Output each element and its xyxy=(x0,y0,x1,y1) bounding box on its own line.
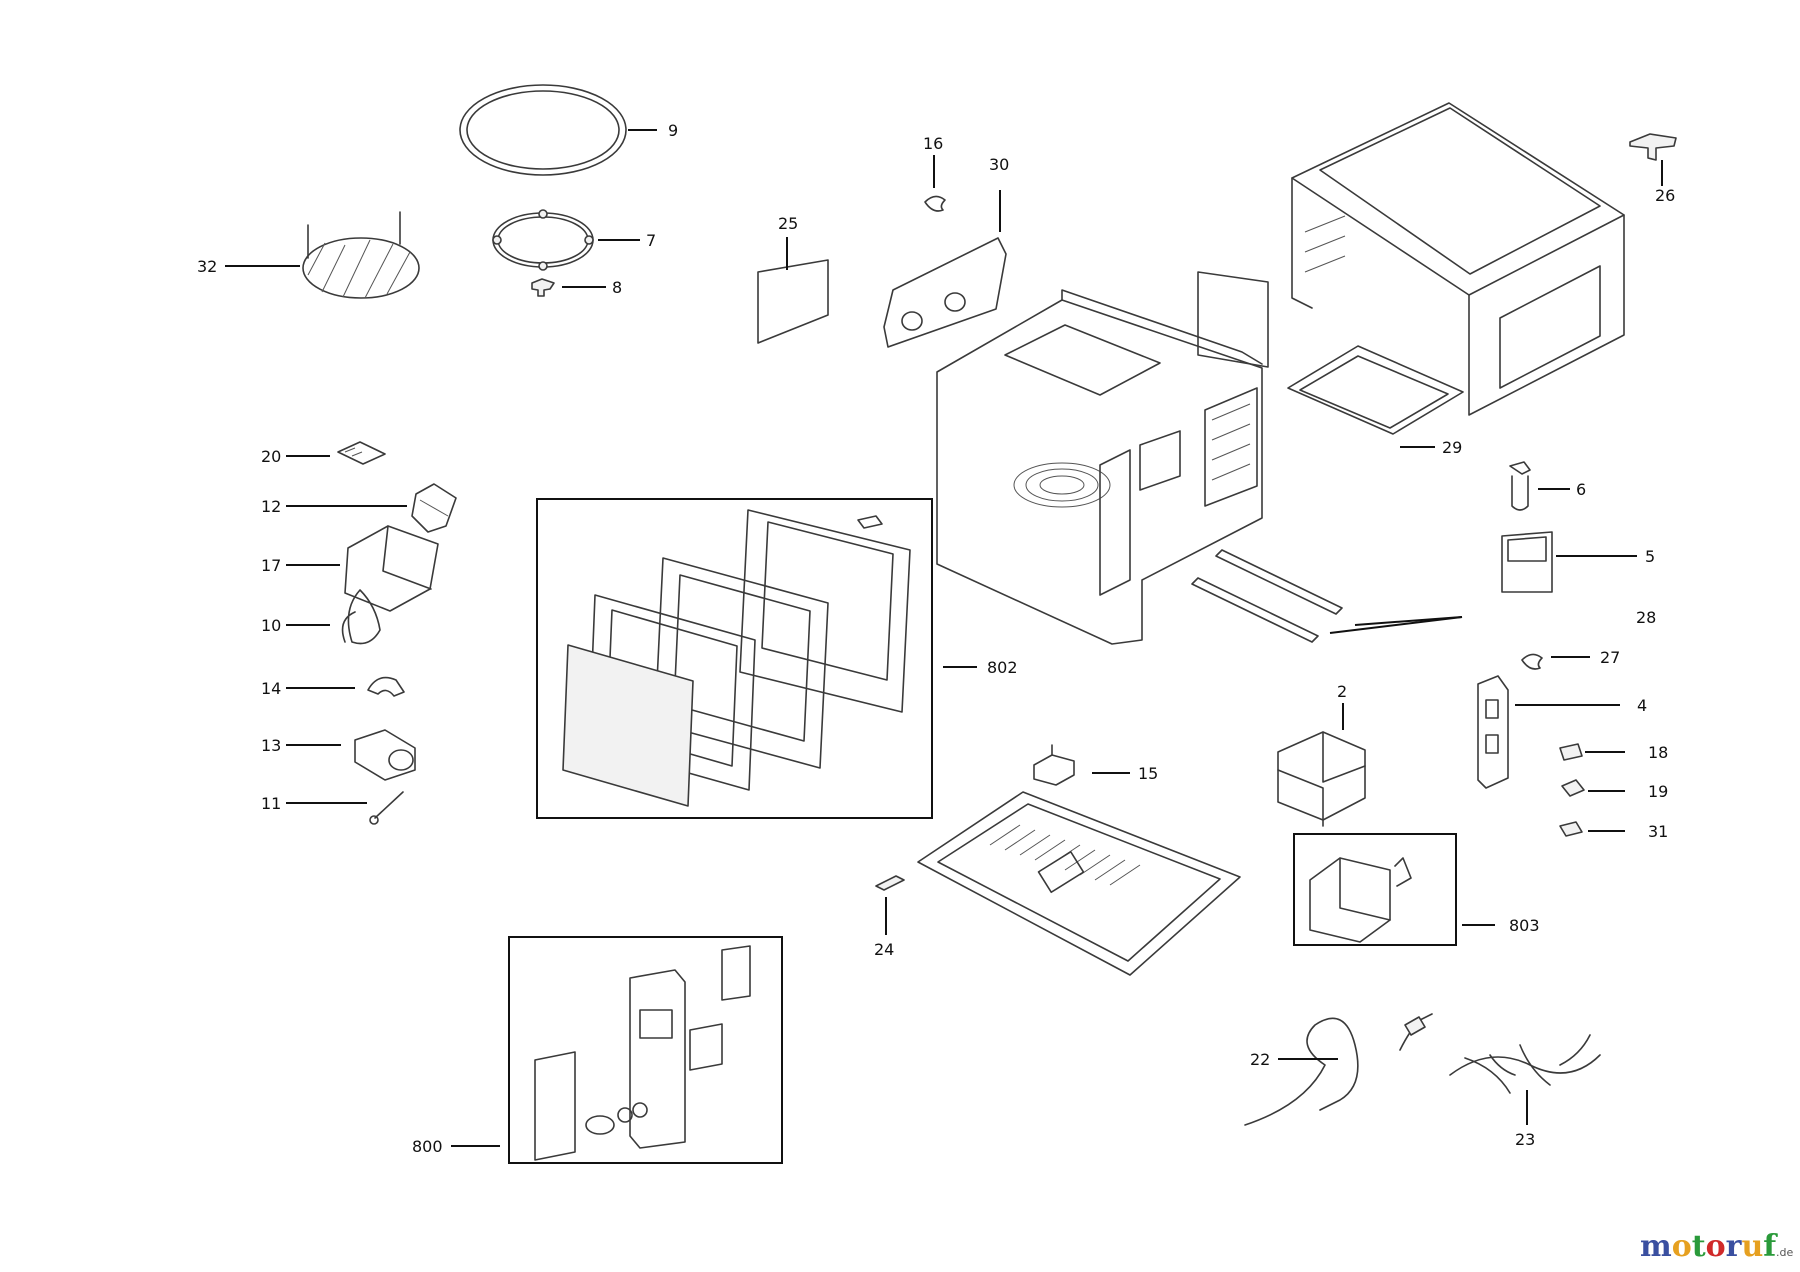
part-16-clip: 16 xyxy=(923,134,946,212)
part-8-coupler: 8 xyxy=(531,278,622,297)
callout-24: 24 xyxy=(874,940,894,959)
callout-800: 800 xyxy=(412,1137,443,1156)
part-19-microswitch: 19 xyxy=(1561,779,1668,801)
part-outer-case-panel xyxy=(1197,271,1269,368)
callout-32: 32 xyxy=(197,257,217,276)
part-5-fan-motor-bracket: 5 xyxy=(1501,531,1655,593)
part-20-pcb: 20 xyxy=(261,441,386,466)
part-22-power-cord: 22 xyxy=(1244,1013,1433,1126)
callout-28: 28 xyxy=(1636,608,1656,627)
callout-23: 23 xyxy=(1515,1130,1535,1149)
part-23-wiring-harness: 23 xyxy=(1449,1034,1601,1149)
callout-13: 13 xyxy=(261,736,281,755)
part-6-capacitor-small: 6 xyxy=(1509,461,1586,511)
part-15-turntable-motor: 15 xyxy=(1033,744,1158,786)
callout-17: 17 xyxy=(261,556,281,575)
callout-12: 12 xyxy=(261,497,281,516)
callout-7: 7 xyxy=(646,231,656,250)
callout-6: 6 xyxy=(1576,480,1586,499)
callout-15: 15 xyxy=(1138,764,1158,783)
callout-2: 2 xyxy=(1337,682,1347,701)
base-plate xyxy=(917,791,1241,976)
part-13-hv-capacitor: 13 xyxy=(261,729,416,781)
part-29-base-tray: 29 xyxy=(1287,345,1464,457)
part-10-fan-blade: 10 xyxy=(261,589,381,645)
svg-text:.de: .de xyxy=(1776,1246,1793,1259)
outer-cabinet xyxy=(1291,102,1625,416)
svg-text:motoruf: motoruf xyxy=(1640,1229,1778,1264)
group-802-door-assembly: 802 xyxy=(536,498,1018,819)
callout-26: 26 xyxy=(1655,186,1675,205)
callout-803: 803 xyxy=(1509,916,1540,935)
part-26-bracket: 26 xyxy=(1629,133,1677,205)
callout-29: 29 xyxy=(1442,438,1462,457)
part-25-waveguide-cover: 25 xyxy=(757,214,829,344)
callout-4: 4 xyxy=(1637,696,1647,715)
part-4-latch-board: 4 xyxy=(1477,675,1647,789)
callout-5: 5 xyxy=(1645,547,1655,566)
callout-802: 802 xyxy=(987,658,1018,677)
callout-16: 16 xyxy=(923,134,943,153)
callout-31: 31 xyxy=(1648,822,1668,841)
motoruf-logo: motoruf .de xyxy=(1640,1229,1793,1264)
part-30-grill-heater-bracket: 30 xyxy=(883,155,1009,348)
group-800-control-panel: 800 xyxy=(412,936,783,1164)
callout-19: 19 xyxy=(1648,782,1668,801)
callout-14: 14 xyxy=(261,679,281,698)
part-9-turntable-glass-tray: 9 xyxy=(459,84,678,176)
main-oven-cavity xyxy=(936,289,1263,645)
callout-8: 8 xyxy=(612,278,622,297)
callout-27: 27 xyxy=(1600,648,1620,667)
part-17-fan-motor: 17 xyxy=(261,525,439,612)
callout-9: 9 xyxy=(668,121,678,140)
part-12-fuse-holder: 12 xyxy=(261,483,457,533)
callout-22: 22 xyxy=(1250,1050,1270,1069)
callout-25: 25 xyxy=(778,214,798,233)
part-32-grill-rack: 32 xyxy=(197,211,420,299)
part-31-microswitch: 31 xyxy=(1559,821,1668,841)
callout-10: 10 xyxy=(261,616,281,635)
callout-18: 18 xyxy=(1648,743,1668,762)
part-27-clip: 27 xyxy=(1521,648,1620,670)
part-28-heater-rods: 28 xyxy=(1191,549,1656,643)
callout-30: 30 xyxy=(989,155,1009,174)
part-7-roller-ring: 7 xyxy=(492,209,656,271)
part-11-hv-diode: 11 xyxy=(261,791,404,825)
callout-20: 20 xyxy=(261,447,281,466)
part-18-microswitch: 18 xyxy=(1559,743,1668,762)
part-14-capacitor-bracket: 14 xyxy=(261,676,405,698)
part-24-bracket: 24 xyxy=(874,875,905,959)
callout-11: 11 xyxy=(261,794,281,813)
part-2-magnetron: 2 xyxy=(1277,682,1366,827)
group-803-transformer: 803 xyxy=(1293,833,1540,946)
